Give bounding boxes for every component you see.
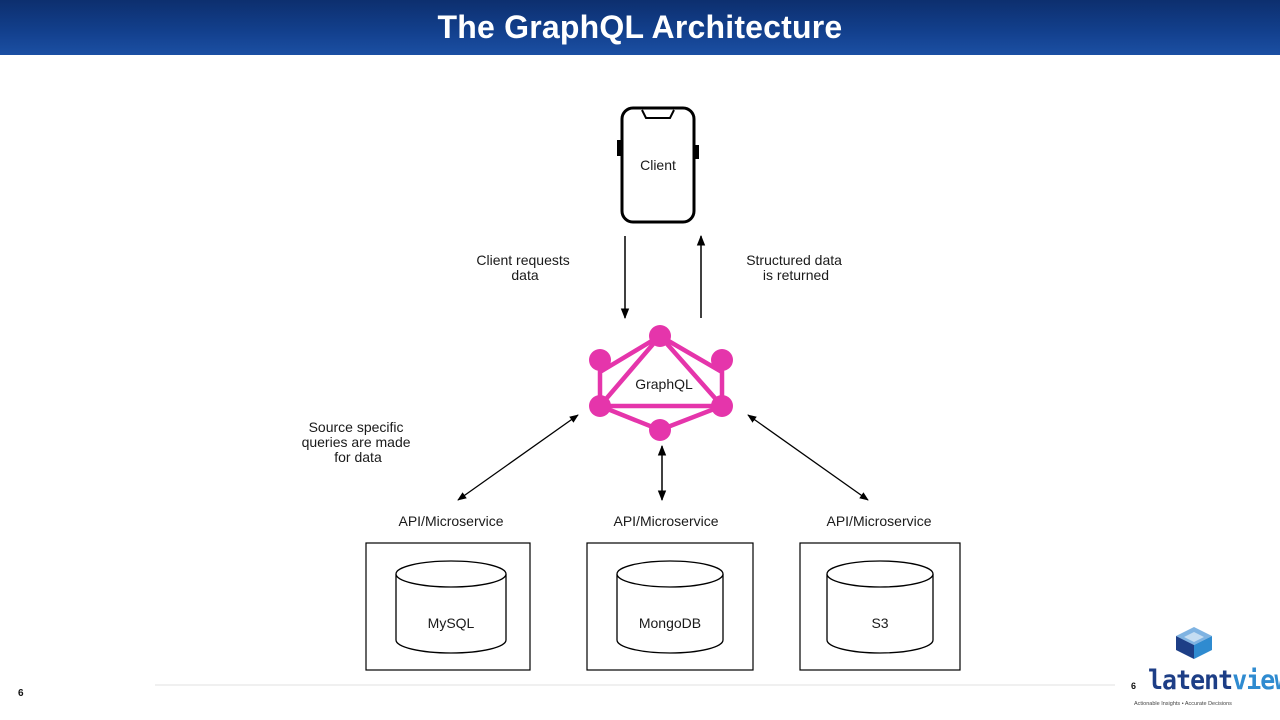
db-label-mongodb: MongoDB (639, 615, 701, 631)
database-icon-s3 (826, 560, 934, 654)
s3-connection-arrow (747, 414, 869, 501)
logo-word-latent: latent (1148, 665, 1233, 696)
database-icon-mysql (395, 560, 507, 654)
slide-number: 6 (18, 688, 24, 699)
logo-wordmark: latentview (1148, 665, 1280, 696)
service-header-s3: API/Microservice (826, 513, 931, 529)
logo-cube-icon (1176, 627, 1212, 659)
slide-title: The GraphQL Architecture (437, 9, 843, 45)
client-phone-icon (617, 106, 699, 224)
response-label: Structured data is returned (746, 252, 846, 283)
request-label: Client requests data (476, 252, 573, 283)
database-icon-mongodb (616, 560, 724, 654)
source-queries-label: Source specific queries are made for dat… (302, 419, 415, 465)
logo-word-view: view (1232, 665, 1280, 696)
logo-page-number: 6 (1131, 681, 1137, 691)
service-header-mysql: API/Microservice (398, 513, 503, 529)
db-label-s3: S3 (871, 615, 888, 631)
db-label-mysql: MySQL (428, 615, 475, 631)
logo-tagline: Actionable Insights • Accurate Decisions (1134, 701, 1232, 707)
graphql-logo-icon (589, 325, 733, 441)
client-label: Client (640, 157, 676, 173)
service-header-mongodb: API/Microservice (613, 513, 718, 529)
mysql-connection-arrow (457, 414, 579, 501)
graphql-label: GraphQL (635, 376, 693, 392)
latentview-logo: 6 latentview Actionable Insights • Accur… (1128, 625, 1280, 715)
title-bar: The GraphQL Architecture (0, 0, 1280, 55)
